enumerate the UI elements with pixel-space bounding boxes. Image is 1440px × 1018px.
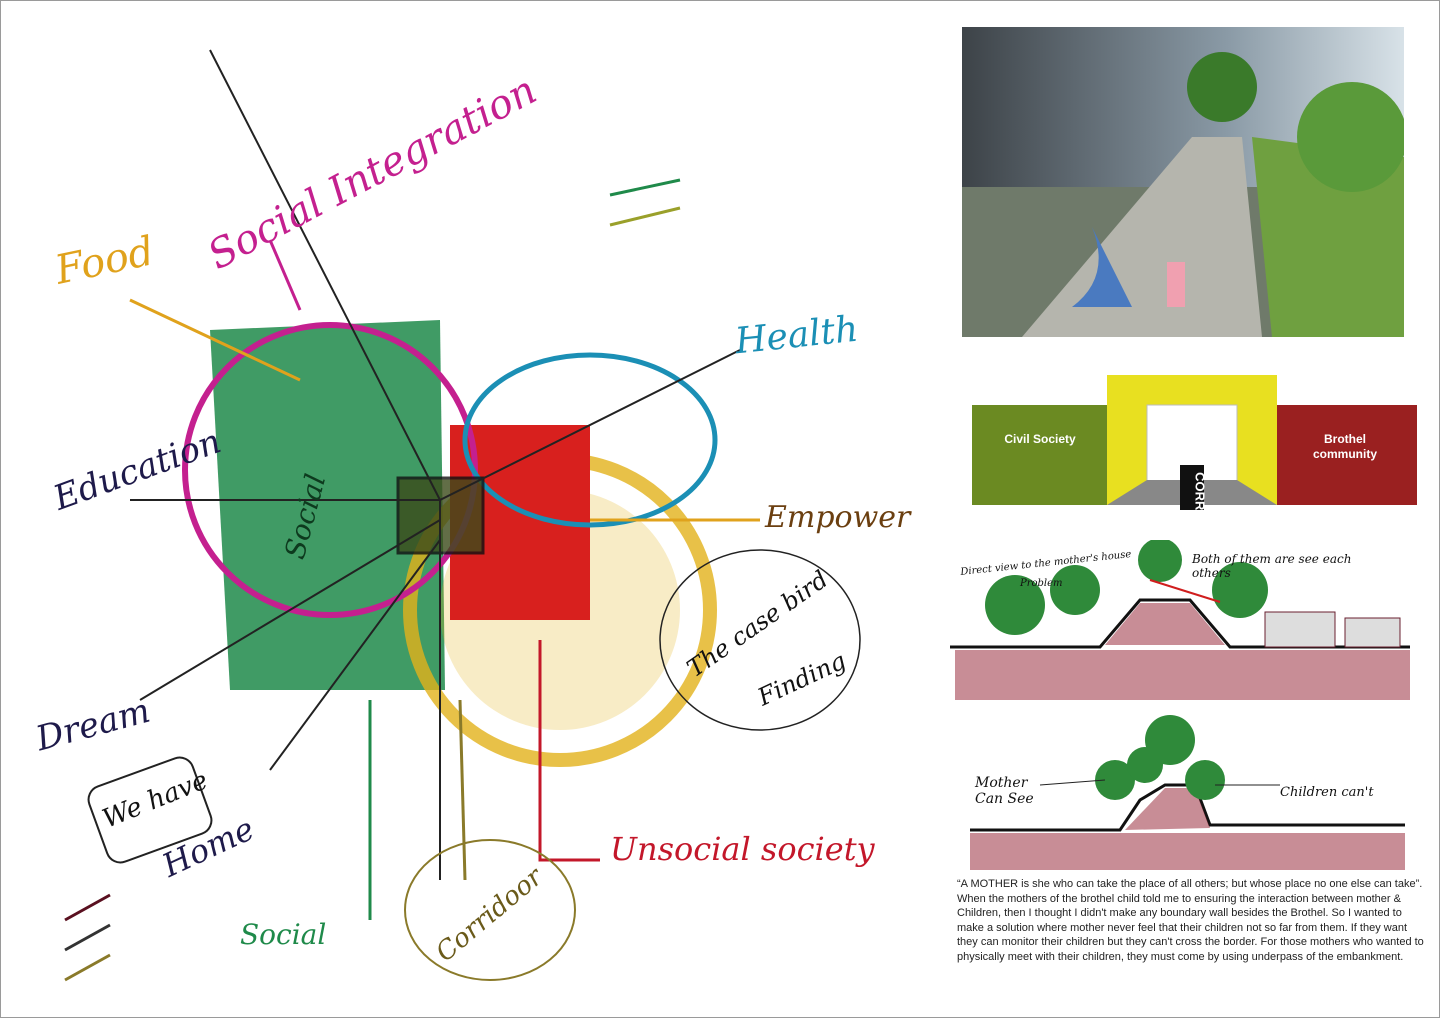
corridor-bar (1180, 465, 1204, 510)
health-circle (462, 352, 718, 528)
we-have-bubble (87, 756, 213, 864)
description-paragraph: “A MOTHER is she who can take the place … (957, 878, 1424, 963)
sketch-lines (130, 49, 741, 880)
corridor-bubble (404, 839, 576, 981)
child-figure (1167, 262, 1185, 307)
civil-society-label: Civil Society (1004, 432, 1076, 446)
lower-section (970, 715, 1405, 870)
tree-right (1297, 82, 1404, 192)
label-leaders (129, 239, 760, 920)
brothel-community-label: Brothel community (1312, 432, 1377, 461)
concept-sketch (64, 49, 861, 982)
legend-strokes (64, 178, 681, 982)
section-drawings (950, 540, 1410, 870)
corridor-label: CORRIDOR (1192, 472, 1208, 543)
green-hatch-area (210, 320, 445, 690)
note-problem: Problem (1020, 578, 1063, 589)
upper-section (950, 540, 1410, 700)
note-both-see: Both of them are see each others (1192, 552, 1352, 580)
tree-center (1187, 52, 1257, 122)
corridor-diagram (972, 375, 1417, 510)
label-unsocial-society: Unsocial society (610, 830, 875, 868)
label-social: Social (240, 918, 327, 951)
mother-figure (1072, 227, 1132, 307)
case-bird-bubble (659, 549, 861, 731)
note-mother-can-see: Mother Can See (975, 775, 1034, 807)
scene-illustration (962, 27, 1404, 337)
note-children-cant: Children can't (1280, 785, 1374, 800)
label-empower: Empower (765, 500, 911, 535)
